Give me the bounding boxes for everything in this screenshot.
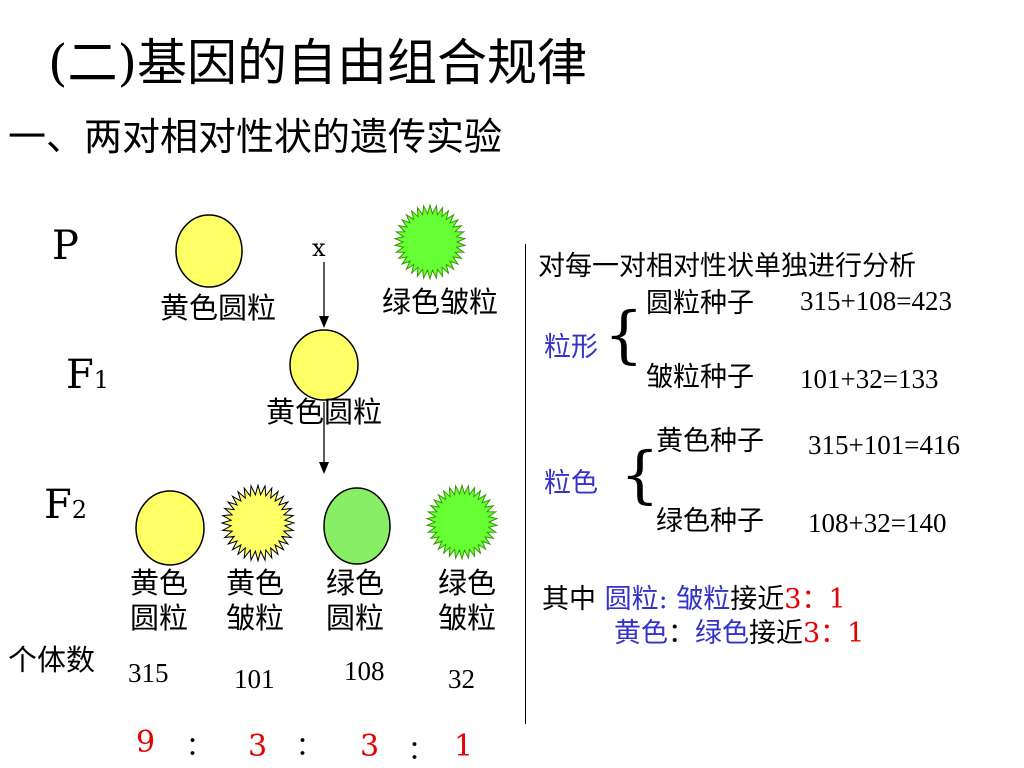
count-value-3: 108 <box>344 656 385 686</box>
page-subtitle: 一、两对相对性状的遗传实验 <box>8 115 503 159</box>
wrinkled-seed-calc: 101+32=133 <box>800 364 939 394</box>
cross-symbol: x <box>312 234 326 262</box>
green-seed-label: 绿色种子 <box>656 506 764 537</box>
color-trait-label: 粒色 <box>544 468 598 499</box>
round-seed-calc: 315+108=423 <box>800 286 952 316</box>
shape-brace: { <box>604 298 644 371</box>
f2-phenotype-4: 绿色皱粒 <box>438 566 497 635</box>
ratio-value-3: 3 <box>360 729 380 764</box>
round-seed-label: 圆粒种子 <box>646 288 754 319</box>
count-value-4: 32 <box>448 664 475 694</box>
f1-yellow-round-seed-icon <box>289 329 359 401</box>
generation-f2-label: F2 <box>44 482 88 528</box>
wrinkled-seed-label: 皱粒种子 <box>646 362 754 393</box>
vertical-divider <box>525 244 526 724</box>
count-value-2: 101 <box>234 664 275 694</box>
color-brace: { <box>620 438 660 511</box>
green-wrinkled-seed-icon <box>393 203 467 281</box>
analysis-heading: 对每一对相对性状单独进行分析 <box>538 251 916 282</box>
f2-green-round-seed-icon <box>323 487 391 565</box>
count-label: 个体数 <box>8 643 96 677</box>
yellow-seed-calc: 315+101=416 <box>808 430 960 460</box>
ratio-separator-1: ： <box>186 732 213 762</box>
count-value-1: 315 <box>128 658 169 688</box>
generation-f1-label: F1 <box>66 352 110 398</box>
descent-arrow-icon <box>319 262 329 474</box>
summary-line-2: 黄色：绿色接近3：1 <box>614 618 865 649</box>
ratio-value-4: 1 <box>454 729 474 764</box>
parent-right-label: 绿色皱粒 <box>382 285 499 319</box>
ratio-value-1: 9 <box>136 725 156 760</box>
f2-phenotype-1: 黄色圆粒 <box>130 566 189 635</box>
f2-phenotype-3: 绿色圆粒 <box>326 566 385 635</box>
ratio-separator-2: ： <box>296 732 323 762</box>
page-title: (二)基因的自由组合规律 <box>48 34 588 92</box>
yellow-seed-label: 黄色种子 <box>656 426 764 457</box>
parent-left-label: 黄色圆粒 <box>160 291 277 325</box>
yellow-round-seed-icon <box>175 214 243 288</box>
f2-phenotype-2: 黄色皱粒 <box>226 566 285 635</box>
f2-yellow-wrinkled-seed-icon <box>220 483 296 563</box>
generation-p-label: P <box>52 223 79 269</box>
f1-label: 黄色圆粒 <box>266 395 383 429</box>
shape-trait-label: 粒形 <box>544 332 598 363</box>
ratio-value-2: 3 <box>248 729 268 764</box>
green-seed-calc: 108+32=140 <box>808 508 947 538</box>
summary-line-1: 其中 圆粒: 皱粒接近3：1 <box>542 584 846 615</box>
f2-yellow-round-seed-icon <box>135 490 205 566</box>
f2-green-wrinkled-seed-icon <box>425 483 499 561</box>
ratio-separator-3: ： <box>408 736 435 766</box>
